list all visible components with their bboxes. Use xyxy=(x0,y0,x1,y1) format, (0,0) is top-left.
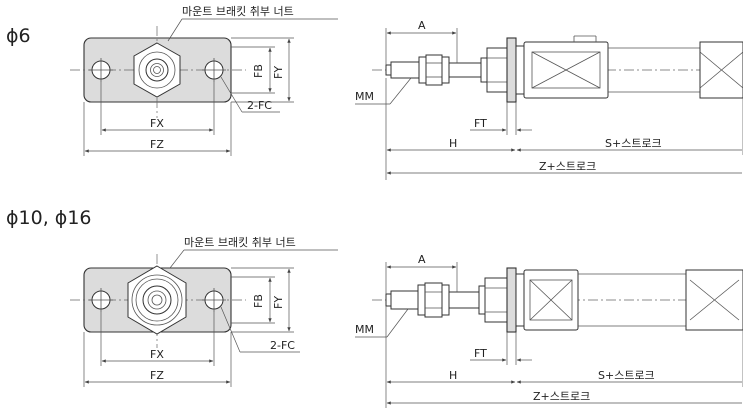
bracket-plate xyxy=(506,267,517,333)
rod-shaft xyxy=(448,291,480,309)
s-stroke-label: S+스트로크 xyxy=(605,137,662,150)
section-phi6: ϕ6 마운트 브래킷 취부 너트 FX xyxy=(6,5,743,180)
piston-rod xyxy=(390,290,419,310)
h-label: H xyxy=(449,137,457,150)
rod-shaft xyxy=(448,62,482,78)
mm-label: MM xyxy=(355,90,374,103)
fb-label: FB xyxy=(252,294,265,308)
nut-label: 마운트 브래킷 취부 너트 xyxy=(184,236,296,249)
piston-rod xyxy=(390,61,420,79)
mm-label: MM xyxy=(355,323,374,336)
mount-nut xyxy=(486,47,508,93)
rod-nut xyxy=(425,54,443,86)
rod-end xyxy=(145,58,169,82)
bracket-plate xyxy=(506,37,517,103)
section-title: ϕ6 xyxy=(6,25,31,47)
z-stroke-label: Z+스트로크 xyxy=(533,390,590,403)
front-view: 마운트 브래킷 취부 너트 FX FZ FB FY 2-FC xyxy=(70,236,338,387)
section-title: ϕ10, ϕ16 xyxy=(6,207,92,229)
fb-label: FB xyxy=(252,64,265,78)
mount-nut xyxy=(484,277,508,323)
fx-label: FX xyxy=(150,117,164,130)
fy-label: FY xyxy=(272,296,285,309)
z-stroke-label: Z+스트로크 xyxy=(539,160,596,173)
ft-label: FT xyxy=(474,347,487,360)
ft-label: FT xyxy=(474,117,487,130)
fz-label: FZ xyxy=(150,138,164,151)
fx-label: FX xyxy=(150,348,164,361)
a-label: A xyxy=(418,253,426,266)
front-view: 마운트 브래킷 취부 너트 FX FZ FB FY 2-FC xyxy=(70,5,338,156)
fc-label: 2-FC xyxy=(247,99,272,112)
s-stroke-label: S+스트로크 xyxy=(598,369,655,382)
fz-label: FZ xyxy=(150,369,164,382)
h-label: H xyxy=(449,369,457,382)
section-phi10-phi16: ϕ10, ϕ16 마운트 브래킷 취부 너트 FX xyxy=(6,207,743,408)
side-view: A MM FT H S+스트로크 Z+스트로크 xyxy=(355,253,743,408)
rod-end xyxy=(142,285,172,315)
side-view: A MM FT H S+스트로크 Z+스트로크 xyxy=(355,19,743,180)
rod-nut xyxy=(424,282,443,318)
fc-label: 2-FC xyxy=(270,339,295,352)
a-label: A xyxy=(418,19,426,32)
nut-label: 마운트 브래킷 취부 너트 xyxy=(182,5,294,18)
fy-label: FY xyxy=(272,66,285,79)
